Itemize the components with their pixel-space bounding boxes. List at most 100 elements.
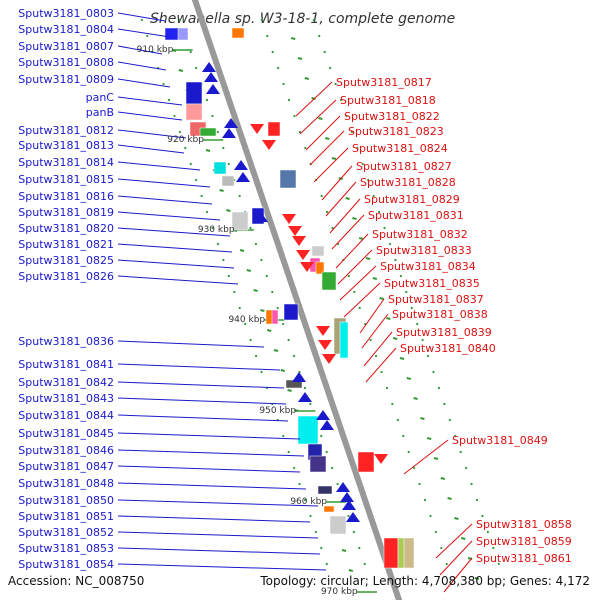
guide-dot: [325, 562, 328, 566]
guide-dot: [440, 546, 443, 550]
tick-mark: [253, 289, 258, 292]
left-gene-label: Sputw3181_0850: [18, 494, 114, 507]
guide-dot: [292, 354, 296, 358]
left-leader-line: [117, 12, 166, 22]
guide-dot: [318, 34, 321, 38]
genome-backbone: [191, 0, 403, 600]
guide-dot: [260, 370, 263, 374]
right-gene-label: Sputw3181_0835: [384, 277, 480, 290]
tick-mark: [287, 389, 292, 392]
guide-dot: [396, 418, 399, 422]
kbp-scale-label: 970 kbp: [321, 587, 358, 597]
guide-dot: [211, 226, 214, 230]
guide-dot: [271, 50, 274, 54]
left-gene-label: Sputw3181_0845: [18, 427, 114, 440]
right-leader-line: [443, 557, 473, 593]
left-leader-line: [117, 144, 185, 154]
guide-dot: [216, 130, 219, 134]
tick-mark: [420, 417, 425, 420]
guide-dot: [287, 98, 291, 102]
left-leader-line: [117, 531, 319, 539]
right-gene-label: Sputw3181_0828: [360, 176, 456, 189]
left-gene-label: Sputw3181_0846: [18, 444, 114, 457]
tick-mark: [345, 197, 350, 200]
guide-dot: [238, 194, 241, 198]
right-gene-label: Sputw3181_0859: [476, 535, 572, 548]
left-leader-line: [117, 547, 321, 555]
guide-dot: [298, 130, 301, 134]
guide-dot: [233, 290, 236, 294]
right-leader-line: [321, 165, 353, 201]
left-leader-line: [117, 45, 163, 55]
gene-block-left: [185, 81, 203, 105]
tick-mark: [219, 189, 224, 192]
left-gene-label: Sputw3181_0825: [18, 254, 114, 267]
guide-dot: [303, 498, 307, 502]
guide-dot: [227, 162, 230, 166]
guide-dot: [282, 322, 285, 326]
guide-dot: [443, 402, 446, 406]
left-leader-line: [117, 28, 171, 38]
gene-arrow: [204, 72, 218, 82]
gene-arrow: [318, 340, 332, 350]
tick-mark: [474, 577, 480, 580]
right-leader-line: [309, 130, 345, 166]
guide-dot: [448, 418, 451, 422]
guide-dot: [287, 450, 290, 454]
guide-dot: [304, 146, 307, 150]
guide-dot: [385, 386, 389, 390]
left-gene-label: Sputw3181_0804: [18, 23, 114, 36]
right-leader-line: [343, 282, 381, 318]
guide-dot: [410, 306, 413, 310]
guide-dot: [434, 530, 437, 534]
guide-dot: [372, 194, 375, 198]
left-gene-label: panB: [86, 106, 114, 119]
guide-dot: [329, 66, 332, 70]
guide-dot: [320, 434, 323, 438]
guide-dot: [388, 242, 392, 246]
right-gene-label: Sputw3181_0858: [476, 518, 572, 531]
left-gene-label: Sputw3181_0809: [18, 73, 114, 86]
left-leader-line: [117, 340, 265, 348]
right-leader-line: [439, 540, 473, 576]
guide-dot: [227, 274, 230, 278]
guide-dot: [162, 82, 165, 86]
guide-dot: [432, 370, 435, 374]
right-gene-label: Sputw3181_0817: [336, 76, 432, 89]
right-leader-line: [295, 81, 333, 117]
left-gene-label: Sputw3181_0847: [18, 460, 114, 473]
guide-dot: [416, 322, 419, 326]
left-leader-line: [117, 499, 319, 507]
guide-dot: [486, 530, 489, 534]
guide-dot: [323, 50, 326, 54]
left-gene-label: Sputw3181_0821: [18, 238, 114, 251]
guide-dot: [320, 546, 323, 550]
guide-dot: [418, 482, 421, 486]
gene-block-left: [164, 27, 180, 41]
tick-mark: [205, 149, 211, 152]
right-gene-label: Sputw3181_0818: [340, 94, 436, 107]
guide-dot: [277, 66, 280, 70]
left-leader-line: [117, 363, 281, 371]
guide-dot: [244, 322, 247, 326]
gene-arrow: [296, 250, 310, 260]
kbp-scale-label: 950 kbp: [259, 406, 296, 416]
guide-dot: [367, 178, 370, 182]
gene-block-left: [309, 455, 327, 473]
guide-dot: [293, 114, 296, 118]
guide-dot: [260, 18, 263, 22]
tick-mark: [273, 349, 279, 352]
left-gene-label: Sputw3181_0812: [18, 124, 114, 137]
guide-dot: [140, 18, 143, 22]
guide-dot: [254, 354, 258, 358]
guide-dot: [184, 146, 187, 150]
gene-arrow: [292, 372, 306, 382]
gene-arrow: [320, 420, 334, 430]
gene-block-left: [329, 515, 347, 535]
gene-arrow: [222, 128, 236, 138]
tick-mark: [290, 37, 296, 40]
guide-dot: [312, 18, 315, 22]
right-gene-label: Sputw3181_0833: [376, 244, 472, 257]
right-gene-label: Sputw3181_0831: [368, 209, 464, 222]
guide-dot: [309, 514, 312, 518]
